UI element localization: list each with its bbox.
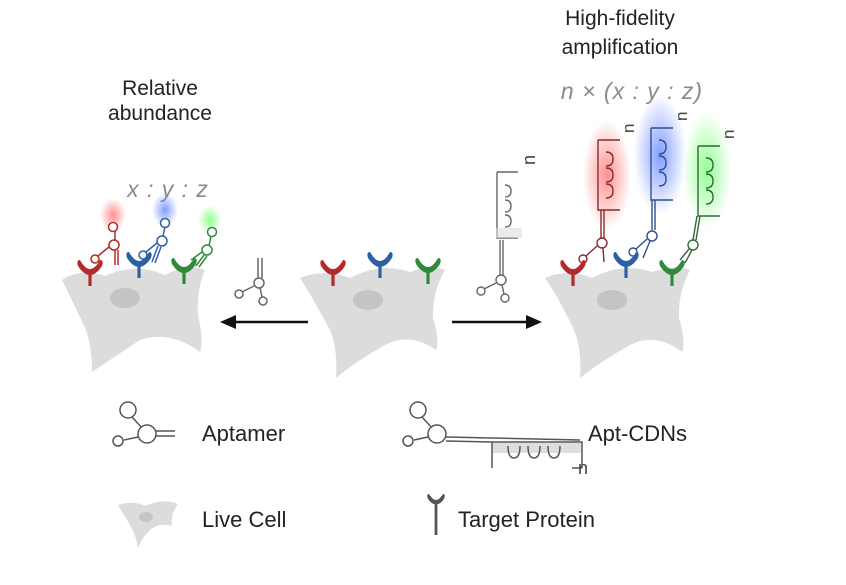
live-cell-icon [118,501,178,548]
apt-cdns-icon [402,401,583,469]
right-ratio-label: n × (x : y : z) [560,78,704,104]
arrow-left [220,315,308,329]
right-live-cell [545,267,690,378]
right-apt-cdn-red-repeat-label: n [619,124,638,133]
right-apt-cdn-blue [628,127,673,259]
left-glow-green [198,205,222,235]
right-panel-title-line1: High-fidelity [565,7,675,30]
arrow-right [452,315,542,329]
legend-aptamer-label: Aptamer [202,421,286,446]
apt-cdns-repeat-label: n [578,458,588,478]
right-apt-cdn-red [578,139,620,264]
right-apt-cdn-green-repeat-label: n [719,130,738,139]
free-aptamer-icon [234,258,268,306]
left-glow-blue [152,193,178,227]
center-live-cell [300,267,445,378]
left-aptamer-green [190,226,218,268]
free-apt-cdn-icon [476,171,522,303]
right-glow-green [683,112,731,228]
left-glow-red [100,198,126,232]
right-glow-blue [634,95,686,215]
target-protein-icon [427,494,445,535]
right-apt-cdn-green [679,145,720,264]
legend-target-protein-label: Target Protein [458,507,595,532]
aptamer-icon [112,401,175,447]
left-panel-title: Relative abundance [108,77,212,125]
right-apt-cdn-blue-repeat-label: n [672,112,691,121]
left-live-cell [62,266,205,372]
left-aptamer-blue [138,217,171,264]
legend-apt-cdns-label: Apt-CDNs [588,421,688,446]
left-aptamer-red [90,221,120,265]
legend-live-cell-label: Live Cell [202,507,287,532]
right-panel-title-line2: amplification [561,36,679,59]
free-apt-cdn-repeat-label: n [519,155,539,165]
right-glow-red [583,120,631,230]
